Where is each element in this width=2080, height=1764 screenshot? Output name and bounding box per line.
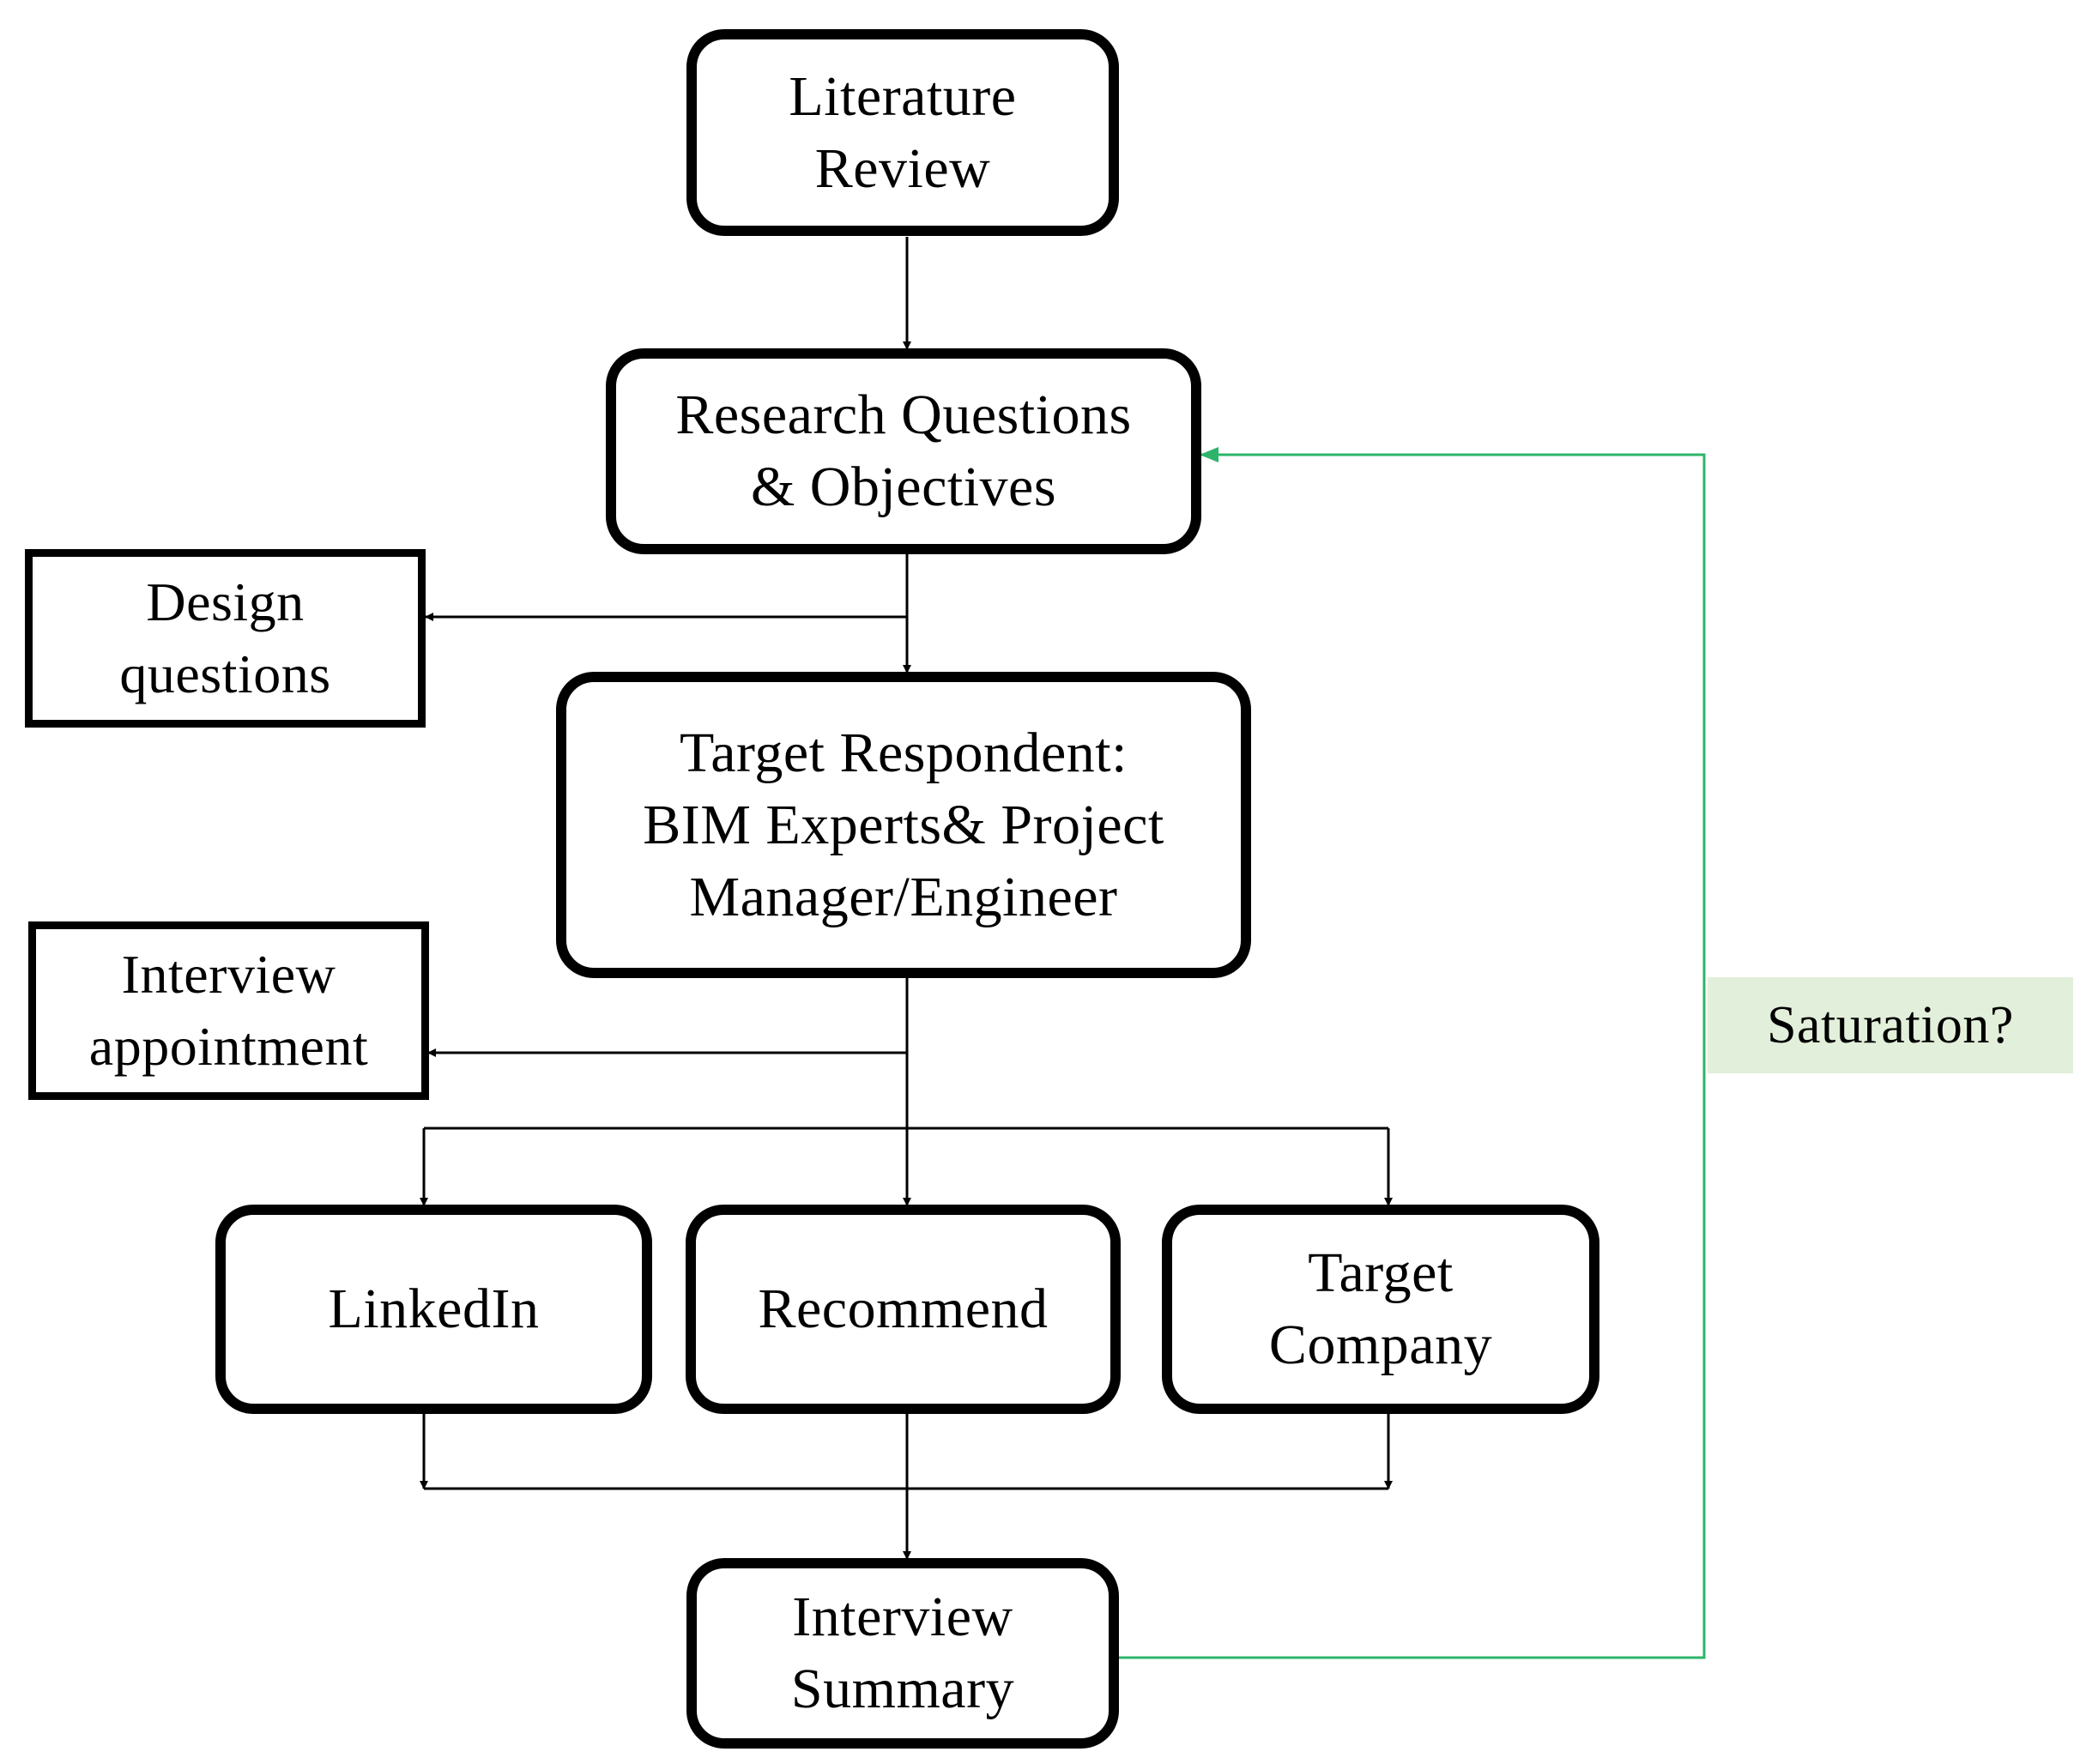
node-label: LinkedIn: [328, 1278, 540, 1340]
node-recommend: Recommend: [686, 1205, 1121, 1414]
node-label: Target Respondent:: [680, 721, 1128, 784]
node-label: Review: [814, 136, 991, 200]
node-label: Manager/Engineer: [689, 865, 1118, 928]
node-label: Summary: [790, 1658, 1015, 1720]
node-label: Target: [1308, 1241, 1454, 1304]
node-label: & Objectives: [750, 456, 1057, 518]
feedback-label-saturation: Saturation?: [1708, 977, 2073, 1073]
feedback-loop-line: [1118, 447, 1706, 1659]
node-label: questions: [119, 643, 331, 704]
feedback-label-text: Saturation?: [1767, 995, 2014, 1054]
node-literature-review: Literature Review: [686, 29, 1119, 236]
node-label: Design: [146, 571, 305, 632]
node-label: Research Questions: [675, 384, 1132, 446]
node-label: Company: [1268, 1314, 1493, 1376]
node-interview-summary: Interview Summary: [686, 1558, 1119, 1749]
node-design-questions: Design questions: [25, 549, 426, 728]
node-label: appointment: [88, 1016, 369, 1077]
node-label: BIM Experts& Project: [643, 793, 1164, 856]
node-target-respondent: Target Respondent: BIM Experts& Project …: [556, 672, 1251, 978]
node-label: Interview: [792, 1586, 1013, 1648]
node-research-questions: Research Questions & Objectives: [606, 348, 1201, 554]
node-interview-appointment: Interview appointment: [28, 921, 429, 1100]
node-label: Literature: [789, 64, 1017, 128]
node-target-company: Target Company: [1162, 1205, 1599, 1414]
node-label: Interview: [121, 944, 336, 1005]
node-linkedin: LinkedIn: [215, 1205, 652, 1414]
node-label: Recommend: [758, 1278, 1049, 1340]
